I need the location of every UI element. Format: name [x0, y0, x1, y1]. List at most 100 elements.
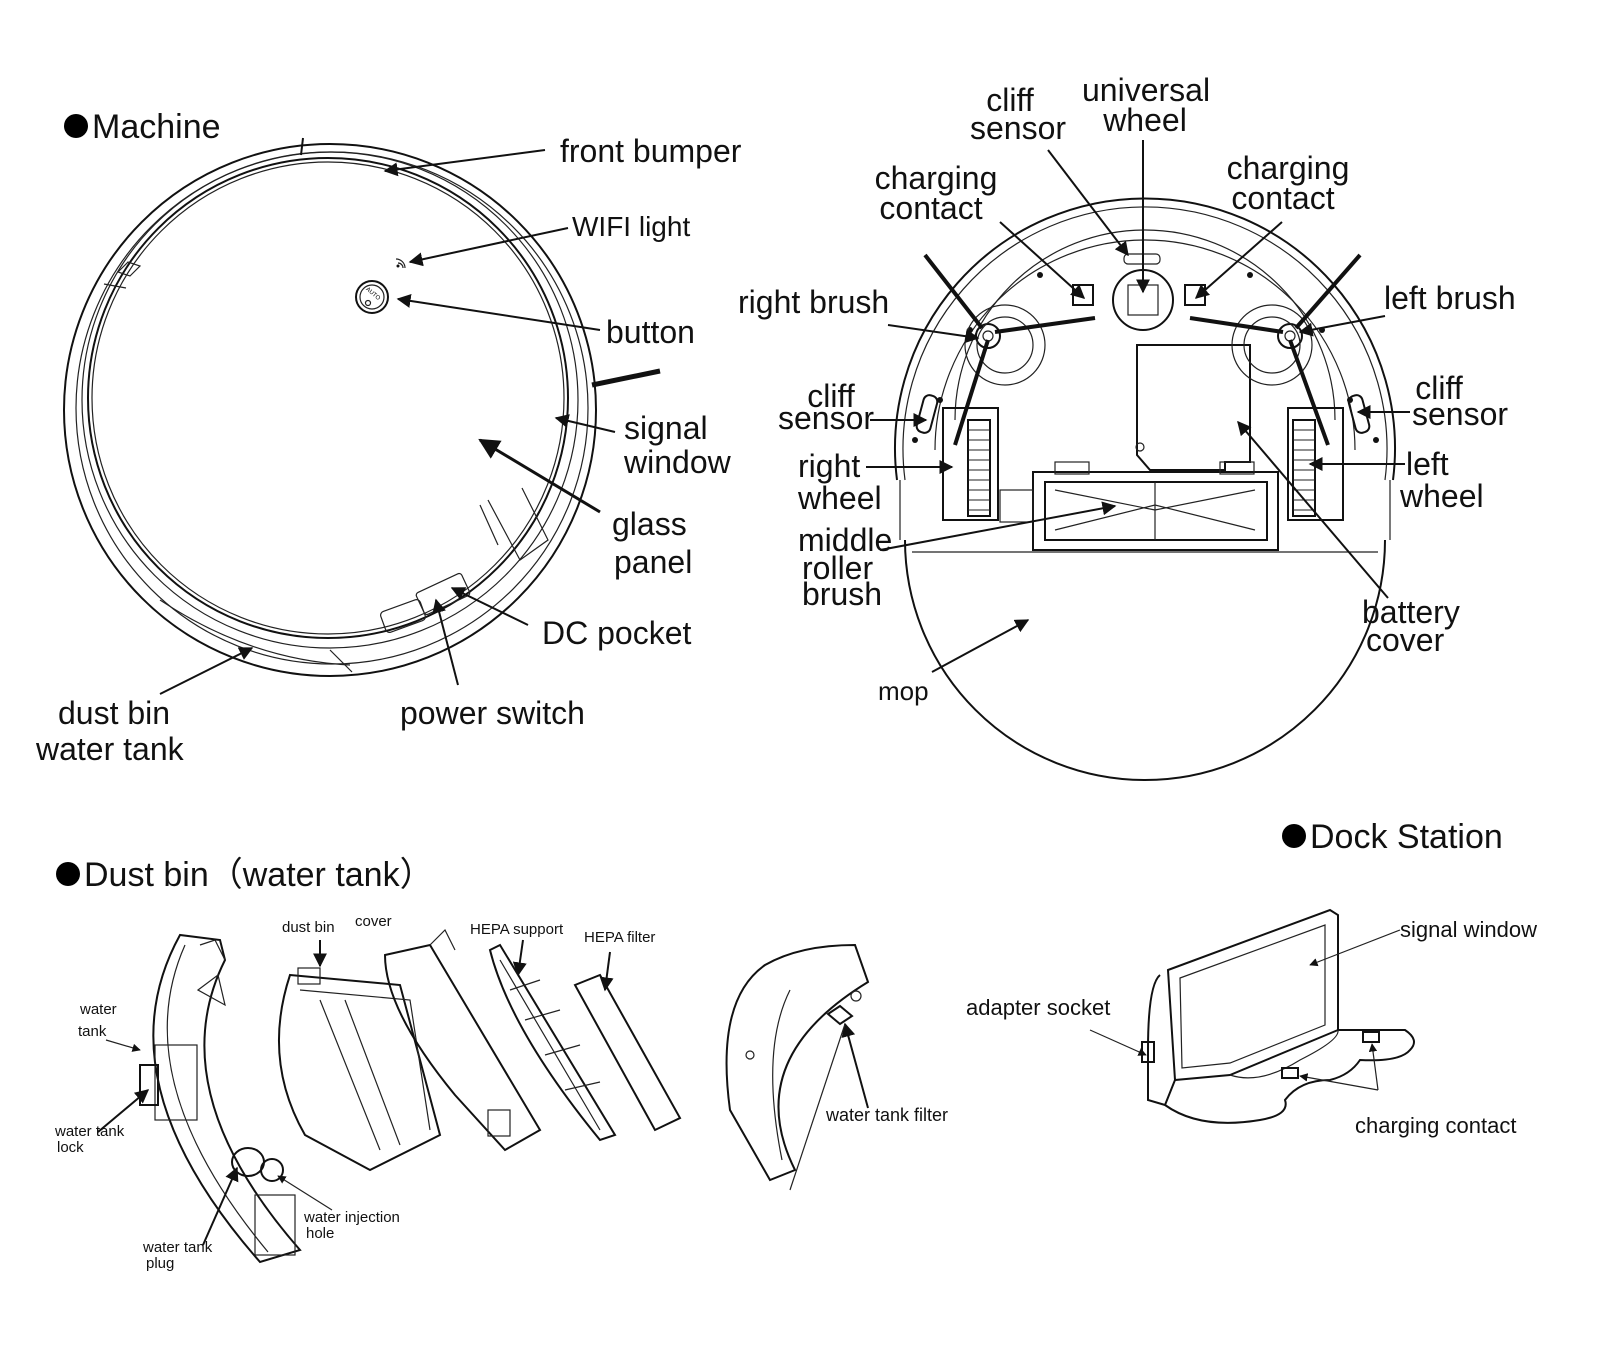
cliff-sensor-right-side	[915, 394, 939, 434]
arrow-charging-contact-left	[999, 221, 1086, 299]
arrow-signal-window	[554, 414, 616, 433]
label-mop: mop	[878, 676, 929, 706]
left-wheel	[1292, 419, 1316, 517]
label-glass-panel-1: glass	[612, 506, 687, 542]
hepa-filter	[573, 973, 682, 1132]
label-battery-cover-2: cover	[1366, 622, 1445, 658]
label-water-injection-1: water injection	[304, 1209, 400, 1226]
glass-panel-edge	[87, 157, 569, 639]
water-injection-hole	[260, 1158, 284, 1182]
dock-body	[1147, 974, 1176, 1107]
arrow-power-switch	[432, 598, 459, 686]
arrow-dust-bin	[159, 647, 254, 695]
arrow-dc-pocket	[450, 587, 529, 626]
label-dock-signal-window: signal window	[1400, 917, 1537, 942]
label-water-tank-plug-2: plug	[146, 1255, 175, 1272]
arrow-dock-charging-contact-1	[1299, 1073, 1379, 1091]
label-wifi-light: WIFI light	[572, 211, 691, 242]
bullet-icon	[56, 862, 80, 887]
label-charging-contact-left-1: charging	[874, 160, 998, 196]
label-charging-contact-left-2: contact	[879, 190, 983, 226]
mop-outline	[904, 539, 1386, 781]
label-water-tank-plug-1: water tank	[143, 1239, 213, 1256]
arrow-water-tank-lock	[97, 1089, 150, 1133]
label-hepa-filter: HEPA filter	[584, 929, 656, 946]
label-water-tank-filter: water tank filter	[826, 1105, 949, 1125]
label-water-tank-lock-2: lock	[57, 1139, 84, 1156]
section-title-dock-station: Dock Station	[1282, 818, 1503, 856]
label-right-brush: right brush	[738, 284, 890, 320]
label-hepa-support: HEPA support	[470, 921, 564, 938]
right-wheel	[967, 419, 991, 517]
label-dust-bin-2: water tank	[36, 731, 184, 767]
dust-bin-part	[278, 973, 442, 1172]
arrow-right-brush	[887, 324, 980, 344]
label-charging-contact-right-2: contact	[1231, 180, 1335, 216]
water-tank-filter	[826, 1004, 854, 1026]
button-auto-text: AUTO	[364, 287, 381, 302]
cover-part	[383, 943, 542, 1152]
arrow-water-injection-hole	[277, 1175, 333, 1211]
right-side-brush	[923, 253, 1096, 446]
arrow-water-tank-filter	[841, 1022, 869, 1109]
arrow-battery-cover	[1237, 420, 1389, 599]
arrow-adapter-socket	[1089, 1029, 1147, 1056]
label-signal-window-1: signal	[624, 410, 708, 446]
bullet-icon	[1282, 824, 1306, 849]
label-middle-roller-1: middle	[798, 522, 893, 558]
label-middle-roller-2: roller	[802, 550, 874, 586]
label-cliff-sensor-top-1: cliff	[986, 82, 1034, 118]
label-cover: cover	[355, 913, 392, 930]
label-water-tank-2: tank	[78, 1023, 107, 1040]
section-title-machine: Machine	[64, 108, 221, 146]
label-cliff-sensor-left-2: sensor	[778, 400, 875, 436]
label-dust-bin-part: dust bin	[282, 919, 335, 936]
bottom-outer-shell	[894, 197, 1396, 481]
charging-contact-left	[1072, 284, 1094, 306]
charging-contact-right	[1184, 284, 1206, 306]
label-cliff-sensor-right-2: sensor	[1412, 396, 1509, 432]
auto-button: AUTO	[355, 280, 389, 314]
water-tank-lock	[139, 1064, 159, 1106]
section-title-text: Machine	[92, 108, 221, 146]
label-left-brush: left brush	[1384, 280, 1516, 316]
label-power-switch: power switch	[400, 695, 585, 731]
battery-cover	[1136, 344, 1251, 471]
label-water-tank-lock-1: water tank	[55, 1123, 125, 1140]
dock-station	[1089, 908, 1415, 1124]
section-title-text: Dock Station	[1310, 818, 1503, 856]
left-side-brush	[1189, 253, 1362, 446]
label-left-wheel-2: wheel	[1400, 478, 1484, 514]
label-water-injection-2: hole	[306, 1225, 335, 1242]
label-dock-charging-contact: charging contact	[1355, 1113, 1517, 1138]
label-cliff-sensor-right-1: cliff	[1415, 370, 1463, 406]
arrow-water-tank-plug	[202, 1166, 239, 1246]
robot-outer-shell	[63, 143, 597, 677]
arrow-middle-roller	[879, 501, 1117, 551]
label-right-wheel-1: right	[798, 448, 861, 484]
wifi-light-icon	[395, 258, 406, 269]
machine-bottom-view	[866, 140, 1410, 781]
label-water-tank-1: water	[80, 1001, 117, 1018]
water-tank-back	[725, 943, 870, 1182]
section-title-text: Dust bin（water tank）	[84, 856, 434, 894]
arrow-glass-panel	[478, 438, 601, 514]
machine-top-view: AUTO	[63, 137, 661, 695]
label-front-bumper: front bumper	[560, 133, 742, 169]
dock-charging-contact-1	[1281, 1067, 1299, 1079]
label-battery-cover-1: battery	[1362, 594, 1460, 630]
arrow-hepa-support	[512, 939, 527, 977]
arrow-hepa-filter	[599, 951, 614, 992]
label-adapter-socket: adapter socket	[966, 995, 1111, 1020]
label-signal-window-2: window	[624, 444, 731, 480]
label-universal-wheel-1: universal	[1082, 72, 1211, 108]
label-cliff-sensor-top-2: sensor	[969, 110, 1067, 146]
arrow-dock-signal-window	[1309, 929, 1401, 967]
arrow-mop	[931, 619, 1030, 673]
label-left-wheel-1: left	[1406, 446, 1449, 482]
arrow-charging-contact-right	[1194, 221, 1283, 299]
arrow-water-tank	[105, 1039, 141, 1052]
label-dc-pocket: DC pocket	[542, 615, 692, 651]
water-tank-shell	[152, 933, 302, 1264]
